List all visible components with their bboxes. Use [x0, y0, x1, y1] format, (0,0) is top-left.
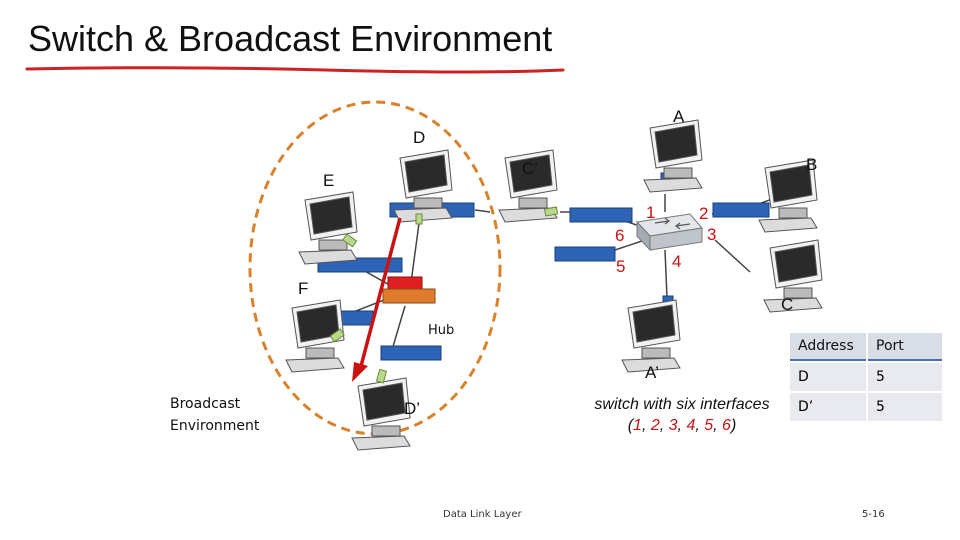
table-cell-address: D — [790, 363, 866, 391]
caption-line-1: switch with six interfaces — [594, 396, 770, 413]
computer-icon-C-prime — [498, 149, 558, 223]
computer-icons — [285, 119, 823, 451]
host-label-F: F — [298, 279, 309, 298]
table-cell-port: 5 — [868, 363, 942, 391]
footer-course-label: Data Link Layer — [443, 509, 522, 520]
host-label-D: D — [413, 128, 426, 147]
computer-icon-D-prime — [351, 377, 411, 451]
table-cell-address: D’ — [790, 393, 866, 421]
host-label-B: B — [806, 155, 818, 174]
host-label-A-prime: A’ — [645, 363, 659, 382]
connector-plugs — [329, 206, 559, 384]
computer-icon-D — [393, 149, 453, 223]
switch-caption: switch with six interfaces (1, 2, 3, 4, … — [582, 394, 782, 436]
computer-icon-C — [763, 239, 823, 313]
computer-icon-F — [285, 299, 345, 373]
host-label-A: A — [673, 107, 685, 126]
switch-port-2: 2 — [699, 204, 709, 223]
computer-icon-B — [758, 159, 818, 233]
computer-icon-E — [298, 191, 358, 265]
switch-port-5: 5 — [616, 257, 626, 276]
host-label-C-prime: C’ — [522, 159, 539, 178]
hub-label: Hub — [428, 323, 455, 338]
slide-number: 5-16 — [862, 509, 885, 520]
hub-icon — [382, 276, 436, 304]
page-title: Switch & Broadcast Environment — [28, 18, 553, 59]
computer-icon-A-prime — [621, 299, 681, 373]
caption-line-2: (1, 2, 3, 4, 5, 6) — [627, 417, 737, 434]
title-underline — [25, 66, 565, 74]
computer-icon-A — [643, 119, 703, 193]
table-header-address: Address — [790, 333, 866, 361]
broadcast-environment-label: Broadcast Environment — [170, 396, 260, 434]
table-header-port: Port — [868, 333, 942, 361]
table-cell-port: 5 — [868, 393, 942, 421]
switch-port-1: 1 — [646, 203, 656, 222]
table-row: D’ 5 — [790, 393, 942, 421]
switch-port-3: 3 — [707, 225, 717, 244]
switch-icon — [635, 213, 703, 252]
switch-port-4: 4 — [672, 252, 682, 271]
switch-table: Address Port D 5 D’ 5 — [788, 331, 944, 423]
switch-port-6: 6 — [615, 226, 625, 245]
host-label-C: C — [781, 295, 794, 314]
host-label-E: E — [323, 171, 335, 190]
broadcast-arrow — [352, 217, 402, 382]
table-row: D 5 — [790, 363, 942, 391]
host-label-D-prime: D’ — [404, 399, 421, 418]
